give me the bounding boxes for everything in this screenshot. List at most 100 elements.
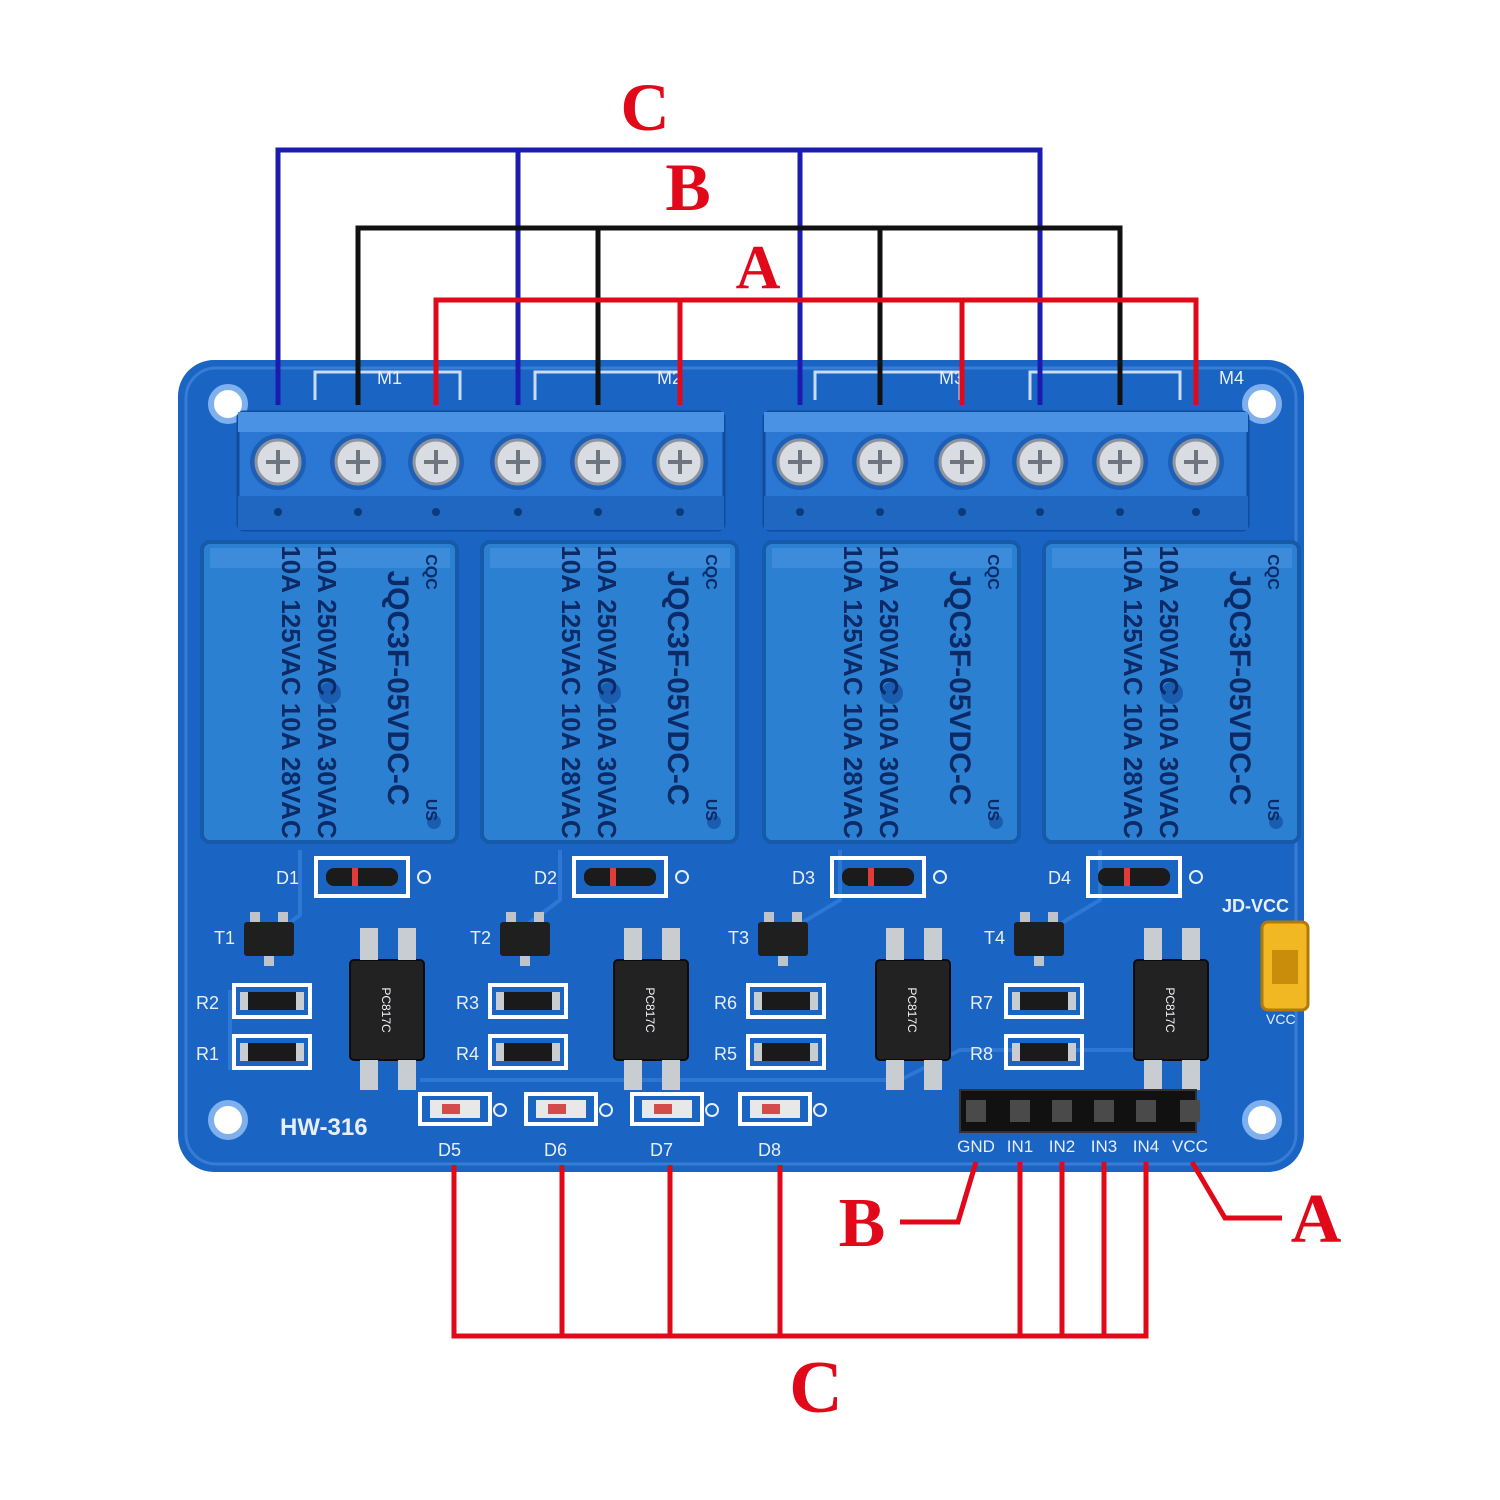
- jd-vcc-jumper: JD-VCC VCC: [1222, 896, 1310, 1027]
- diode-id-label: D1: [276, 868, 299, 888]
- header-pin-label-gnd: GND: [957, 1137, 995, 1156]
- diode-4: D4: [1048, 856, 1203, 898]
- optocoupler-label: PC817C: [1163, 987, 1177, 1033]
- terminal-screw: [1012, 434, 1068, 516]
- relay-pin-dot: [707, 815, 721, 829]
- relay-model-text: JQC3F-05VDC-C: [1223, 570, 1256, 805]
- resistor-id-label: R2: [196, 993, 219, 1013]
- optocoupler-label: PC817C: [905, 987, 919, 1033]
- relay-us-mark: US: [702, 799, 719, 822]
- diode-id-label: D3: [792, 868, 815, 888]
- mounting-holes: [208, 384, 1282, 1140]
- transistor-id-label: T1: [214, 928, 235, 948]
- header-pin-label-in4: IN4: [1133, 1137, 1159, 1156]
- opto-text: PC817C: [1163, 987, 1177, 1033]
- terminal-screw: [408, 434, 464, 516]
- diode-3: D3: [792, 856, 947, 898]
- relay-rating-line-1: 10A 250VAC 10A 30VAC: [1154, 545, 1184, 839]
- led-id-label: D6: [544, 1140, 567, 1160]
- led-id-label: D5: [438, 1140, 461, 1160]
- wire-b-black: [355, 225, 1123, 405]
- relay-rating-line-1: 10A 250VAC 10A 30VAC: [312, 545, 342, 839]
- board-model-label: HW-316: [280, 1114, 368, 1141]
- relay-dot: [1161, 682, 1183, 704]
- relay-rating-line-2: 10A 125VAC 10A 28VAC: [1118, 545, 1148, 839]
- terminal-screw: [250, 434, 306, 516]
- terminal-screw: [1168, 434, 1224, 516]
- diode-id-label: D4: [1048, 868, 1071, 888]
- terminal-screw: [570, 434, 626, 516]
- relay-model-text: JQC3F-05VDC-C: [943, 570, 976, 805]
- opto-text: PC817C: [905, 987, 919, 1033]
- wire-a-red: [433, 297, 1199, 405]
- resistor-3: R3: [456, 983, 568, 1019]
- label-a-vcc: A: [1291, 1181, 1342, 1258]
- header-pin-label-in1: IN1: [1007, 1137, 1033, 1156]
- diode-1: D1: [276, 856, 431, 898]
- relay-us-mark: US: [984, 799, 1001, 822]
- resistor-id-label: R7: [970, 993, 993, 1013]
- wire-c-blue: [275, 147, 1043, 405]
- header-pin-slot: [1094, 1100, 1114, 1122]
- transistor-1: T1: [214, 912, 294, 966]
- relay-cqc-mark: CQC: [422, 554, 439, 590]
- terminal-screw: [652, 434, 708, 516]
- relay-cqc-mark: CQC: [984, 554, 1001, 590]
- resistor-id-label: R6: [714, 993, 737, 1013]
- relay-rating-line-2: 10A 125VAC 10A 28VAC: [556, 545, 586, 839]
- terminal-screw: [490, 434, 546, 516]
- optocoupler-4: PC817C: [1133, 928, 1209, 1090]
- relay-id-label: M3: [939, 368, 964, 388]
- transistor-id-label: T4: [984, 928, 1005, 948]
- diode-2: D2: [534, 856, 689, 898]
- relay-cqc-mark: CQC: [1264, 554, 1281, 590]
- bottom-label-c: C: [789, 1347, 842, 1429]
- optocoupler-label: PC817C: [643, 987, 657, 1033]
- terminal-screw: [330, 434, 386, 516]
- header-pin-slot: [966, 1100, 986, 1122]
- transistor-2: T2: [470, 912, 550, 966]
- wire-b-gnd: [900, 1161, 979, 1225]
- optocoupler-label: PC817C: [379, 987, 393, 1033]
- top-label-c: C: [620, 69, 669, 145]
- relay-cqc-mark: CQC: [702, 554, 719, 590]
- label-b-gnd: B: [839, 1185, 886, 1262]
- header-pin-slot: [1180, 1100, 1200, 1122]
- relay-model-text: JQC3F-05VDC-C: [661, 570, 694, 805]
- relay-id-label: M2: [657, 368, 682, 388]
- header-pin-label-in2: IN2: [1049, 1137, 1075, 1156]
- terminal-screw: [772, 434, 828, 516]
- jumper-sub-label: VCC: [1266, 1011, 1296, 1027]
- relay-rating-line-1: 10A 250VAC 10A 30VAC: [592, 545, 622, 839]
- relay-us-mark: US: [422, 799, 439, 822]
- optocoupler-3: PC817C: [875, 928, 951, 1090]
- relay-us-mark: US: [1264, 799, 1281, 822]
- resistor-id-label: R4: [456, 1044, 479, 1064]
- resistor-id-label: R3: [456, 993, 479, 1013]
- resistor-id-label: R8: [970, 1044, 993, 1064]
- relay-id-label: M4: [1219, 368, 1244, 388]
- header-pin-label-vcc: VCC: [1172, 1137, 1208, 1156]
- relay-pin-dot: [427, 815, 441, 829]
- led-1: D5: [418, 1092, 507, 1160]
- header-pin-slots: [966, 1100, 1200, 1122]
- transistor-id-label: T3: [728, 928, 749, 948]
- wire-a-vcc: [1189, 1160, 1282, 1221]
- pin-header: [959, 1089, 1200, 1133]
- resistor-id-label: R1: [196, 1044, 219, 1064]
- terminal-screw: [934, 434, 990, 516]
- resistor-1: R2: [196, 983, 312, 1019]
- relay-dot: [881, 682, 903, 704]
- top-label-a: A: [736, 234, 781, 302]
- relay-pin-dot: [1269, 815, 1283, 829]
- header-pin-slot: [1010, 1100, 1030, 1122]
- relay-rating-line-2: 10A 125VAC 10A 28VAC: [276, 545, 306, 839]
- resistor-id-label: R5: [714, 1044, 737, 1064]
